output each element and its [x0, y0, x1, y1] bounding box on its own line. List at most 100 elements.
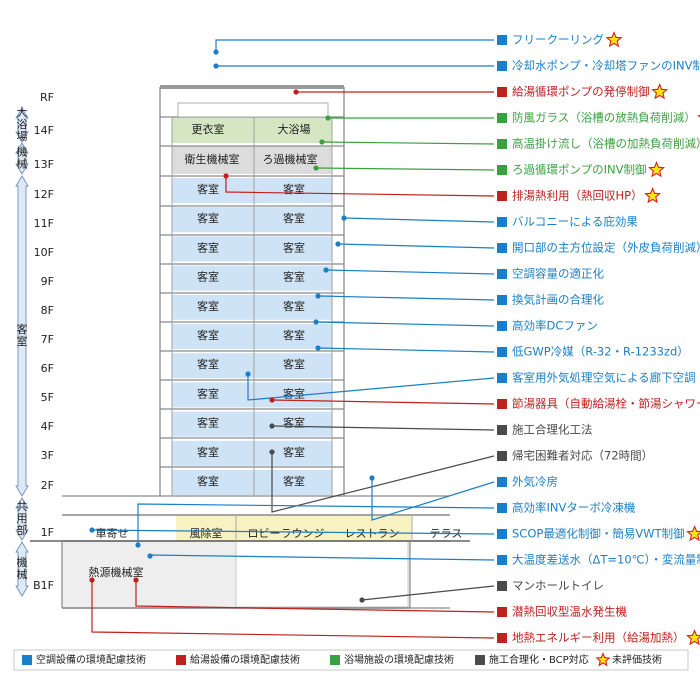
floor-label: 13F — [34, 158, 54, 171]
floor-label: 11F — [34, 217, 54, 230]
zone-label-char: 場 — [17, 130, 28, 143]
guest-floor-fill — [172, 265, 332, 291]
zone-label-char: 部 — [17, 523, 28, 537]
measure-label: 高効率DCファン — [512, 319, 598, 333]
room-label-guest: 客室 — [197, 299, 219, 313]
leader-dot — [369, 475, 375, 481]
guest-floor-fill — [172, 294, 332, 320]
room-label-carport: 車寄せ — [96, 526, 129, 540]
legend-label: 未評価技術 — [612, 653, 662, 666]
leader-line — [271, 399, 495, 405]
zone-label-char: 室 — [17, 334, 28, 348]
zone-label-char: 械 — [17, 567, 28, 581]
leader-dot — [269, 397, 275, 403]
legend-label: 浴場施設の環境配慮技術 — [344, 653, 454, 666]
zone-common: 共用部 — [15, 497, 29, 541]
measure-label: 冷却水ポンプ・冷却塔ファンのINV制御 — [512, 59, 700, 73]
room-label-guest: 客室 — [283, 211, 305, 225]
leader-line — [321, 141, 495, 145]
leader-line — [371, 478, 495, 521]
room-label-heat-source: 熱源機械室 — [89, 565, 144, 579]
leader-dot — [335, 241, 341, 247]
measure-marker — [497, 269, 507, 279]
room-label-lobby: ロビーラウンジ — [248, 527, 325, 540]
measure-marker — [497, 425, 507, 435]
room-label-guest: 客室 — [283, 386, 305, 400]
leader-line — [315, 167, 495, 171]
measure-label: 排湯熱利用（熱回収HP） — [512, 189, 643, 203]
measure-label: マンホールトイレ — [512, 579, 604, 593]
zone-arrow-shape — [15, 497, 29, 541]
measure-label: フリークーリング — [512, 33, 604, 47]
leader-line — [317, 347, 495, 353]
room-label-filter-mech: ろ過機械室 — [263, 152, 318, 166]
zone-label-char: 機 — [17, 555, 28, 569]
room-label-guest: 客室 — [197, 270, 219, 284]
zone-mech-lower: 機械 — [15, 541, 29, 597]
leader-dot — [293, 89, 299, 95]
unevaluated-star-icon — [651, 83, 669, 100]
room-label-sanitary-mech: 衛生機械室 — [185, 152, 240, 166]
floor-label: 4F — [41, 420, 54, 433]
zone-label-char: 機 — [17, 145, 28, 159]
room-label-guest: 客室 — [197, 416, 219, 430]
leader-line — [215, 39, 494, 52]
room-label-guest: 客室 — [197, 386, 219, 400]
leader-dot — [315, 345, 321, 351]
room-label-guest: 客室 — [197, 182, 219, 196]
unevaluated-star-icon — [644, 187, 662, 204]
leader-dot — [89, 577, 95, 583]
roof-equipment — [177, 102, 329, 118]
room-label-guest: 客室 — [283, 182, 305, 196]
measure-label: 地熱エネルギー利用（給湯加熱） — [512, 631, 685, 645]
floor-label: 10F — [34, 246, 54, 259]
leader-line — [271, 452, 495, 513]
leader-dot — [319, 139, 325, 145]
measure-marker — [497, 87, 507, 97]
leader-dot — [89, 527, 95, 533]
leader-dot — [313, 319, 319, 325]
leader-dot — [245, 371, 251, 377]
floor-label: 3F — [41, 449, 54, 462]
leader-dot — [269, 423, 275, 429]
floor-label: 8F — [41, 304, 54, 317]
measure-marker — [497, 581, 507, 591]
zone-guest: 客室 — [15, 175, 29, 497]
room-label-guest: 客室 — [283, 445, 305, 459]
unevaluated-star-icon — [685, 525, 700, 542]
guest-floor-fill — [172, 236, 332, 262]
floor-label: 7F — [41, 333, 54, 346]
measure-marker — [497, 529, 507, 539]
measure-marker — [497, 295, 507, 305]
room-label-guest: 客室 — [283, 328, 305, 342]
measure-label: 給湯循環ポンプの発停制御 — [512, 85, 650, 99]
measure-label: バルコニーによる庇効果 — [512, 215, 638, 229]
zone-label-char: 大 — [17, 105, 28, 119]
measure-label: 大温度差送水（ΔT=10℃）・変流量制御 — [512, 553, 700, 567]
guest-floor-fill — [172, 440, 332, 466]
measure-marker — [497, 451, 507, 461]
zone-arrow-shape — [15, 175, 29, 497]
leader-dot — [133, 577, 139, 583]
leader-dot — [323, 267, 329, 273]
leader-dot — [135, 542, 141, 548]
zone-label-char: 客 — [17, 322, 28, 336]
floor-label: 12F — [34, 188, 54, 201]
guest-floor-fill — [172, 178, 332, 203]
zone-bath: 大浴場 — [15, 105, 29, 143]
zone-label-char: 共 — [17, 500, 28, 513]
measure-label: 空調容量の適正化 — [512, 267, 604, 281]
legend-marker — [22, 655, 32, 665]
legend-label: 給湯設備の環境配慮技術 — [190, 653, 300, 666]
guest-floor-fill — [172, 207, 332, 233]
measure-marker — [497, 35, 507, 45]
room-label-restaurant: レストラン — [345, 527, 400, 540]
measure-marker — [497, 61, 507, 71]
leader-dot — [223, 173, 229, 179]
guest-floor-fill — [172, 411, 332, 437]
zone-mech-upper: 機械 — [15, 142, 29, 175]
measure-label: 換気計画の合理化 — [512, 293, 604, 307]
leader-line — [225, 176, 495, 197]
leader-line — [361, 585, 495, 601]
